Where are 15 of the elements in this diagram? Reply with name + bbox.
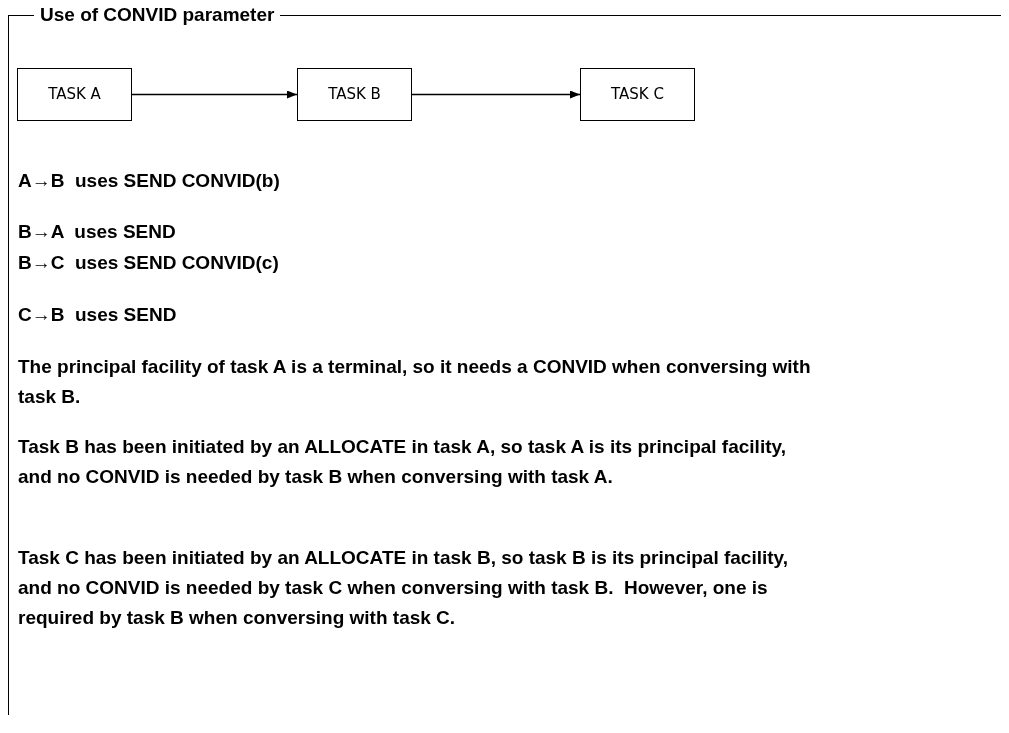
- explanation-paragraph: Task C has been initiated by an ALLOCATE in task B, so task B is its principal facility, and no CONVID is needed by task C when conversing with task B. However, one is required by task B when conversing with task C.: [18, 546, 790, 630]
- arrow: [411, 90, 581, 99]
- task-box: [580, 68, 695, 121]
- explanation-paragraph: The principal facility of task A is a terminal, so it needs a CONVID when conversing with task B.: [18, 355, 812, 409]
- task-label: TASK B: [328, 84, 381, 106]
- task-box: [297, 68, 412, 121]
- task-box: [17, 68, 132, 121]
- usage-line: B→A uses SEND: [18, 220, 177, 244]
- arrow: [131, 90, 298, 99]
- explanation-paragraph: Task B has been initiated by an ALLOCATE in task A, so task A is its principal facility, and no CONVID is needed by task B when conversing with task A.: [18, 435, 787, 489]
- usage-line: C→B uses SEND: [18, 303, 178, 327]
- task-label: TASK A: [48, 84, 101, 106]
- usage-line: B→C uses SEND CONVID(c): [18, 251, 280, 275]
- task-label: TASK C: [611, 84, 664, 106]
- usage-line: A→B uses SEND CONVID(b): [18, 169, 281, 193]
